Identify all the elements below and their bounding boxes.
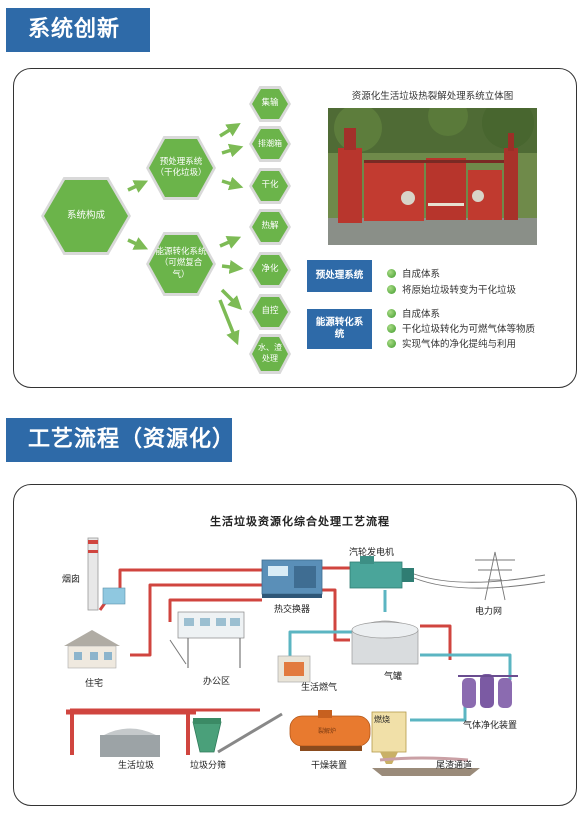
label-generator: 汽轮发电机 (349, 548, 395, 558)
label-dryer: 干燥装置 (311, 761, 348, 771)
arrow-pre-to-drying (221, 176, 244, 191)
arrow-energy-to-water (218, 299, 240, 346)
garbage-pile-icon (100, 728, 160, 757)
green-dot-icon (387, 284, 396, 294)
bullet-item: 自成体系 (387, 306, 440, 320)
hex-process-label: 干化 (252, 171, 288, 201)
hex-process-label: 净化 (252, 255, 288, 285)
label-furnace-side: 燃烧 (374, 715, 390, 724)
bullet-text: 自成体系 (402, 269, 441, 280)
tag-pretreatment: 预处理系统 (307, 260, 372, 292)
gas-tank-icon (351, 620, 419, 665)
connector-arrows (127, 123, 244, 346)
pipe-teal-purifier (420, 653, 512, 680)
hex-group-pretreatment: 预处理系统（干化垃圾） (146, 136, 216, 200)
gantry-crane-icon (66, 709, 196, 755)
hex-process-label: 排潮箱 (252, 129, 288, 159)
office-icon (169, 611, 245, 668)
label-slag-channel: 尾渣通道 (436, 761, 473, 771)
hex-group-pretreatment-label: 预处理系统（干化垃圾） (149, 139, 213, 197)
section-banner-process-flow: 工艺流程（资源化） (6, 418, 234, 462)
bullet-text: 自成体系 (402, 309, 441, 320)
sorting-machine-icon (192, 718, 222, 753)
hex-process-purify: 净化 (249, 252, 291, 288)
label-power-grid: 电力网 (475, 607, 503, 617)
arrow-root-to-pretreat (127, 180, 149, 193)
green-dot-icon (387, 268, 396, 278)
green-dot-icon (387, 323, 396, 333)
power-grid-tower-icon (413, 551, 546, 601)
system-3d-photo (328, 108, 537, 245)
turbine-generator-icon (349, 556, 414, 589)
pipe-residence (130, 583, 262, 657)
hex-root-system-structure: 系统构成 (41, 177, 131, 255)
chimney-icon (87, 537, 126, 611)
label-office: 办公区 (203, 677, 231, 687)
hex-process-pyrolysis: 热解 (249, 209, 291, 245)
green-dot-icon (387, 338, 396, 348)
label-chimney: 烟囱 (62, 575, 81, 585)
conveyor-icon (217, 712, 283, 754)
label-gas-tank: 气罐 (384, 672, 403, 682)
bullet-text: 干化垃圾转化为可燃气体等物质 (402, 324, 536, 335)
bullet-item: 干化垃圾转化为可燃气体等物质 (387, 321, 535, 335)
pipe-office (168, 598, 262, 622)
bullet-item: 将原始垃圾转变为干化垃圾 (387, 282, 516, 296)
hex-process-exhaust: 排潮箱 (249, 126, 291, 162)
dryer-icon (289, 710, 371, 751)
flow-diagram-title: 生活垃圾资源化综合处理工艺流程 (210, 515, 390, 528)
label-residence: 住宅 (85, 679, 104, 689)
label-domestic-gas: 生活燃气 (301, 683, 338, 693)
tag-energy: 能源转化系统 (307, 309, 372, 349)
hex-process-label: 热解 (252, 212, 288, 242)
pipe-right-loop (420, 624, 452, 660)
arrow-pre-to-collect (219, 123, 241, 138)
hex-process-label: 自控 (252, 297, 288, 327)
slag-channel-icon (372, 756, 480, 776)
label-heat-exchanger: 热交换器 (274, 605, 311, 615)
label-gas-purifier: 气体净化装置 (463, 721, 518, 731)
bullet-item: 实现气体的净化提纯与利用 (387, 336, 516, 350)
hex-process-drying: 干化 (249, 168, 291, 204)
bullet-item: 自成体系 (387, 266, 440, 280)
pipe-exchanger-down (320, 588, 350, 642)
bullet-text: 实现气体的净化提纯与利用 (402, 339, 517, 350)
pipe-teal-domestic (288, 630, 355, 660)
gas-purifier-icon (458, 674, 518, 708)
arrow-energy-to-control (220, 288, 242, 310)
section-banner-system-innovation: 系统创新 (6, 8, 150, 52)
arrow-pre-to-exhaust (221, 143, 244, 158)
label-garbage: 生活垃圾 (118, 761, 155, 771)
heat-exchanger-icon (261, 559, 323, 598)
green-dot-icon (387, 308, 396, 318)
arrow-root-to-energy (127, 237, 149, 250)
label-furnace: 裂解炉 (318, 728, 337, 735)
pipe-teal-furnace (410, 700, 467, 722)
arrow-energy-to-pyrolysis (219, 235, 242, 249)
hex-process-control: 自控 (249, 294, 291, 330)
domestic-gas-stove-icon (277, 655, 311, 683)
hex-process-label: 集输 (252, 89, 288, 119)
hex-process-collect: 集输 (249, 86, 291, 122)
arrow-energy-to-purify (221, 260, 244, 274)
hex-root-label: 系统构成 (44, 180, 128, 252)
photo-caption: 资源化生活垃圾热裂解处理系统立体图 (351, 91, 514, 102)
residence-icon (64, 630, 120, 669)
bullet-text: 将原始垃圾转变为干化垃圾 (402, 285, 517, 296)
label-sorting: 垃圾分筛 (190, 761, 227, 771)
